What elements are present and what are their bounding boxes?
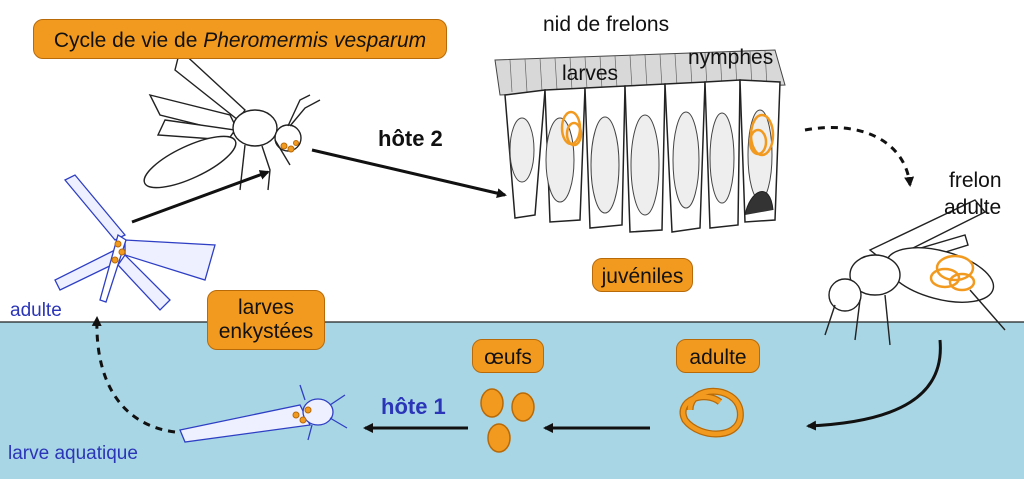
worm-adult-box: adulte <box>676 339 760 373</box>
nest-comb-icon <box>494 49 786 233</box>
mayfly-icon <box>54 174 216 311</box>
egg-icon <box>480 388 535 453</box>
arrow-nest-to-hornet <box>804 125 915 187</box>
encysted-line2: enkystées <box>218 320 314 344</box>
eggs-box: œufs <box>472 339 544 373</box>
title-prefix: Cycle de vie de <box>53 29 204 52</box>
label-hornet-line1: frelon <box>949 169 1002 192</box>
label-pupae: nymphes <box>688 46 774 69</box>
title-box: Cycle de vie de Pheromermis vesparum <box>33 19 447 59</box>
label-adult-fly: adulte <box>10 300 62 321</box>
encysted-line1: larves <box>237 296 295 319</box>
label-nest: nid de frelons <box>543 13 670 36</box>
arrow-larva-to-adult <box>91 316 176 434</box>
aquatic-larva-icon <box>179 384 348 443</box>
label-hornet-line2: adulte <box>944 196 1002 219</box>
arrow-hornet-to-worm <box>806 339 942 431</box>
encysted-larvae-box: larves enkystées <box>207 290 325 350</box>
label-host1: hôte 1 <box>381 394 446 419</box>
wasp-icon <box>143 48 321 191</box>
title-species: Pheromermis vesparum <box>203 29 427 52</box>
juveniles-box: juvéniles <box>592 258 693 292</box>
hornet-icon <box>824 199 1006 346</box>
arrow-host2 <box>311 148 507 199</box>
label-larvae: larves <box>562 62 619 85</box>
label-aquatic-larva: larve aquatique <box>8 443 138 464</box>
cycle-arrows <box>91 125 942 434</box>
label-host2: hôte 2 <box>378 126 443 151</box>
arrow-fly-to-wasp <box>131 170 270 224</box>
